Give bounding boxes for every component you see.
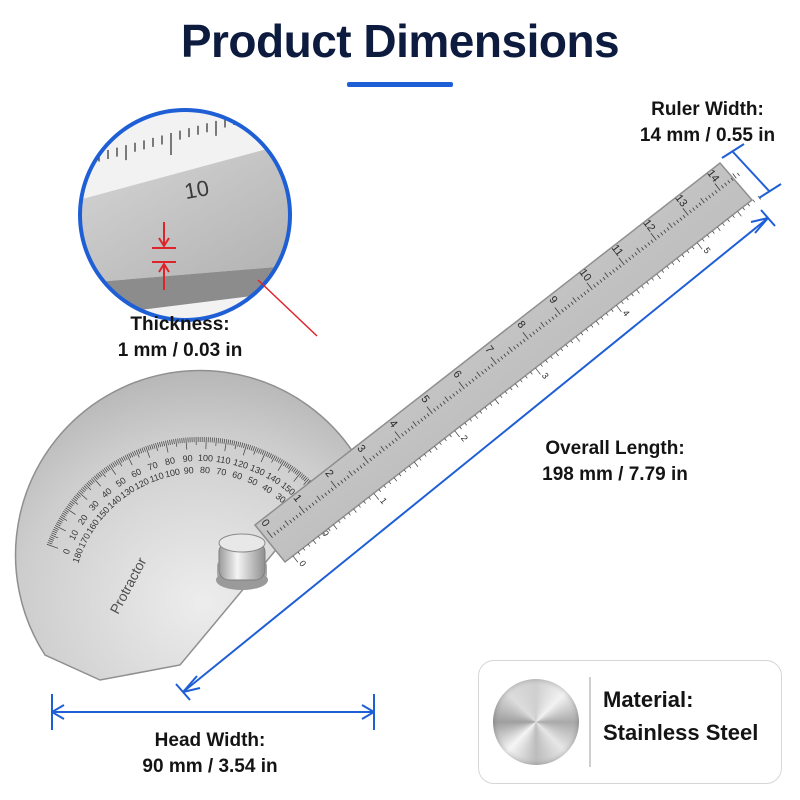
ruler-inch-label: 2 xyxy=(459,433,470,443)
protractor-outer-label: 20 xyxy=(76,513,90,527)
protractor-inner-label: 100 xyxy=(164,466,181,479)
head-width-callout: Head Width: 90 mm / 3.54 in xyxy=(130,728,290,780)
protractor-inner-label: 40 xyxy=(260,482,274,496)
ruler-cm-label: 10 xyxy=(576,267,593,284)
ruler-cm-label: 12 xyxy=(640,217,657,234)
material-card: Material: Stainless Steel xyxy=(478,660,782,784)
stainless-steel-swatch xyxy=(493,679,579,765)
protractor-outer-label: 40 xyxy=(100,486,114,500)
protractor-outer-label: 120 xyxy=(232,457,249,471)
page-title: Product Dimensions xyxy=(180,15,620,67)
protractor-inner-label: 60 xyxy=(231,469,243,481)
ruler-inch-label: 1 xyxy=(378,496,389,506)
head-width-value: 90 mm / 3.54 in xyxy=(142,756,278,777)
thickness-leader-line xyxy=(257,279,318,337)
ruler-width-dimension xyxy=(721,143,782,199)
material-label: Material: xyxy=(603,687,694,712)
ruler-inch-label: 4 xyxy=(621,308,632,318)
material-divider xyxy=(589,677,591,767)
material-value: Stainless Steel xyxy=(603,720,759,745)
protractor-inner-label: 80 xyxy=(200,465,210,475)
protractor-outer-label: 30 xyxy=(87,499,101,513)
ruler-inch-label: 3 xyxy=(540,371,551,381)
material-text: Material: Stainless Steel xyxy=(603,683,758,749)
protractor-outer-label: 70 xyxy=(146,460,159,473)
thickness-callout: Thickness: 1 mm / 0.03 in xyxy=(100,312,260,364)
overall-length-value: 198 mm / 7.79 in xyxy=(542,464,688,485)
overall-length-dimension xyxy=(175,209,776,701)
protractor-outer-label: 80 xyxy=(164,455,176,467)
protractor-inner-label: 110 xyxy=(148,470,165,484)
protractor-inner-label: 180 xyxy=(71,547,86,565)
protractor-outer-label: 60 xyxy=(130,466,143,479)
thickness-marker xyxy=(152,222,176,290)
zoom-ruler-mark: 10 xyxy=(182,175,210,204)
ruler-width-callout: Ruler Width: 14 mm / 0.55 in xyxy=(630,97,785,149)
overall-length-label: Overall Length: xyxy=(545,438,685,459)
overall-length-callout: Overall Length: 198 mm / 7.79 in xyxy=(520,436,710,488)
protractor-inner-label: 50 xyxy=(246,475,259,488)
ruler-scale xyxy=(266,172,762,563)
ruler-cm-label: 14 xyxy=(704,168,721,185)
protractor-inner-label: 70 xyxy=(216,466,228,478)
protractor-outer-label: 0 xyxy=(61,547,72,555)
ruler-width-value: 14 mm / 0.55 in xyxy=(639,125,776,146)
thickness-label: Thickness: xyxy=(130,314,230,335)
thickness-value: 1 mm / 0.03 in xyxy=(117,340,243,361)
head-width-dimension xyxy=(51,694,375,730)
ruler-inch-label: 0 xyxy=(297,559,308,569)
ruler-inch-label: 5 xyxy=(702,245,713,255)
protractor-inner-label: 90 xyxy=(183,465,194,476)
locking-knob xyxy=(216,533,268,590)
title-underline xyxy=(347,82,453,87)
head-width-label: Head Width: xyxy=(154,730,266,751)
protractor-outer-label: 110 xyxy=(215,454,231,466)
protractor-outer-label: 50 xyxy=(114,475,128,489)
ruler-width-label: Ruler Width: xyxy=(651,99,764,120)
ruler-cm-label: 13 xyxy=(672,192,689,209)
protractor-outer-label: 90 xyxy=(182,453,193,464)
protractor-outer-label: 10 xyxy=(67,528,80,541)
protractor-head: 0180101702016030150401405013060120701108… xyxy=(14,369,356,681)
protractor-outer-label: 100 xyxy=(198,453,213,464)
thickness-zoom-detail: 10 xyxy=(78,108,318,337)
